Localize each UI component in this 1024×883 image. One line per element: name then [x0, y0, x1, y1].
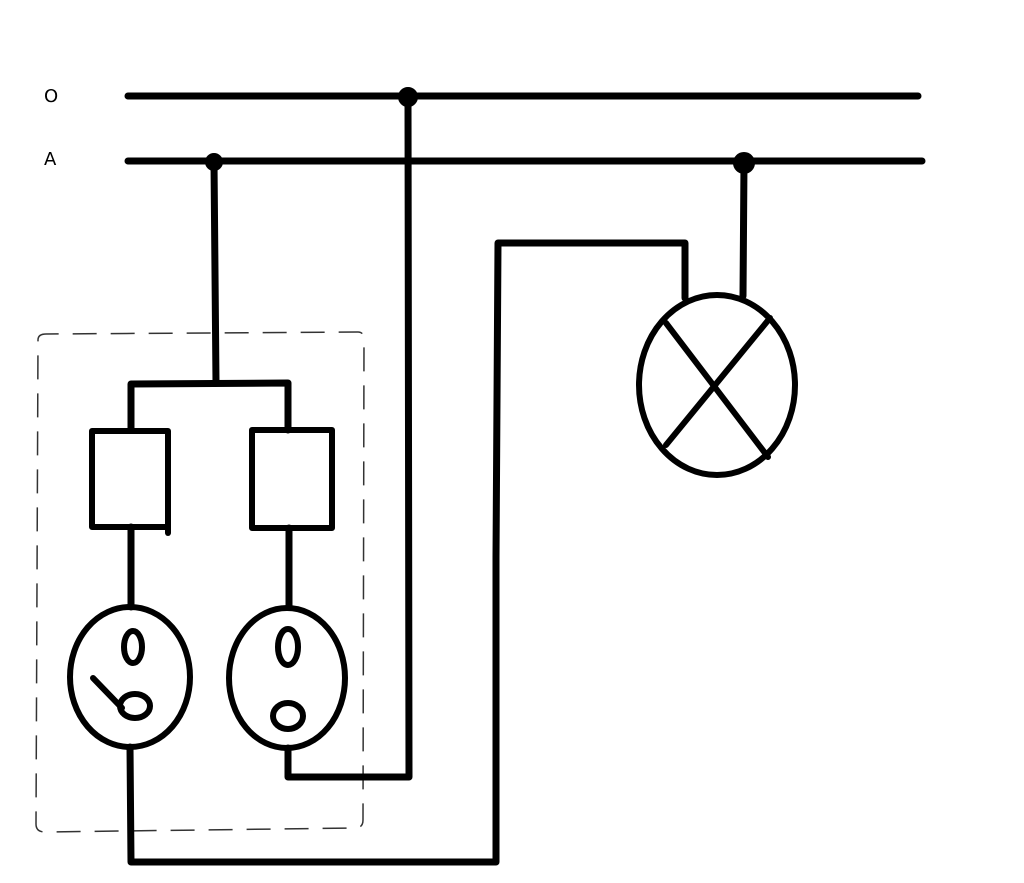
socket-right-neutral-wire — [284, 93, 413, 781]
socket-branch-wire — [127, 379, 292, 434]
fuse-left — [89, 428, 171, 530]
lamp-phase-wire — [739, 159, 748, 300]
phase-line-label: A — [44, 149, 57, 170]
socket-right-icon — [226, 605, 348, 751]
phase-drop-wire — [210, 158, 220, 387]
socket-enclosure — [35, 331, 365, 833]
neutral-line-label: O — [44, 86, 59, 107]
socket-left-icon — [67, 604, 193, 750]
fuse-right — [249, 427, 335, 531]
lamp-return-wire — [126, 239, 689, 866]
lamp-icon — [636, 292, 798, 478]
